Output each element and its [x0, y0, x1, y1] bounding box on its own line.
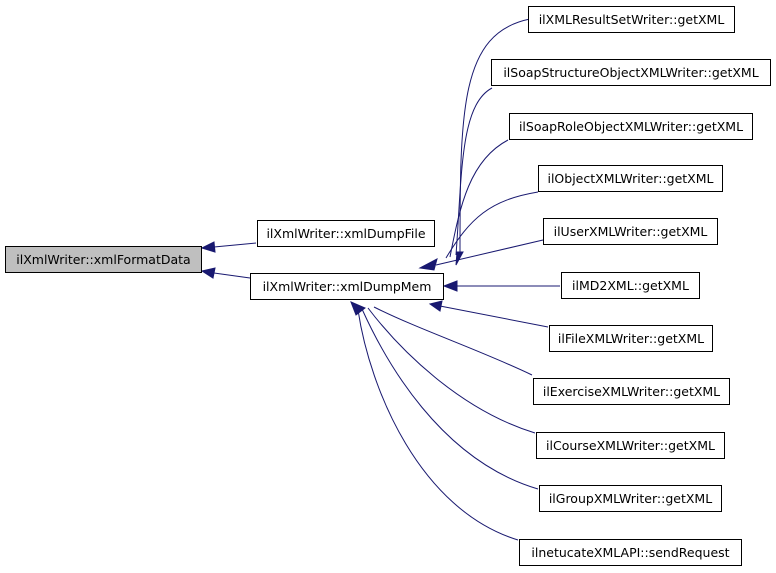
node-netucatexmlapi-label: ilnetucateXMLAPI::sendRequest	[531, 545, 729, 560]
node-objectxmlwriter-label: ilObjectXMLWriter::getXML	[547, 171, 713, 186]
node-soapstructurewriter-label: ilSoapStructureObjectXMLWriter::getXML	[503, 65, 758, 80]
edge-user-to-dumpmem	[435, 239, 544, 266]
node-resultsetwriter[interactable]: ilXMLResultSetWriter::getXML	[528, 6, 735, 33]
edge-dumpmem-to-root-arrow	[200, 267, 216, 279]
node-root[interactable]: ilXmlWriter::xmlFormatData	[5, 246, 202, 273]
node-netucatexmlapi[interactable]: ilnetucateXMLAPI::sendRequest	[519, 539, 742, 566]
node-coursexmlwriter-label: ilCourseXMLWriter::getXML	[546, 438, 715, 453]
node-soaprolewriter[interactable]: ilSoapRoleObjectXMLWriter::getXML	[509, 113, 753, 140]
node-root-label: ilXmlWriter::xmlFormatData	[16, 252, 190, 267]
edge-group-to-dumpmem	[361, 308, 539, 490]
edge-exercise-to-dumpmem	[373, 306, 533, 376]
edge-soaprole-to-dumpmem	[449, 139, 509, 258]
node-soapstructurewriter[interactable]: ilSoapStructureObjectXMLWriter::getXML	[491, 59, 771, 86]
node-groupxmlwriter[interactable]: ilGroupXMLWriter::getXML	[539, 485, 722, 512]
edge-dumpmem-bottom-arrow	[350, 301, 366, 316]
node-xmldumpmem[interactable]: ilXmlWriter::xmlDumpMem	[250, 273, 444, 300]
node-filexmlwriter-label: ilFileXMLWriter::getXML	[558, 331, 704, 346]
node-filexmlwriter[interactable]: ilFileXMLWriter::getXML	[549, 325, 713, 352]
node-exercisexmlwriter[interactable]: ilExerciseXMLWriter::getXML	[533, 378, 730, 405]
edge-soapstructure-to-dumpmem	[455, 87, 493, 256]
edge-object-to-dumpmem	[445, 191, 539, 259]
node-xmldumpfile[interactable]: ilXmlWriter::xmlDumpFile	[257, 220, 435, 247]
edge-resultset-to-dumpmem	[459, 18, 531, 256]
node-objectxmlwriter[interactable]: ilObjectXMLWriter::getXML	[538, 165, 723, 192]
edges	[200, 18, 560, 541]
node-md2xml-label: ilMD2XML::getXML	[572, 278, 689, 293]
node-xmldumpfile-label: ilXmlWriter::xmlDumpFile	[266, 226, 425, 241]
edge-dumpfile-to-root-arrow	[200, 241, 216, 253]
edge-dumpmem-top-arrow	[418, 258, 438, 271]
edge-dumpfile-to-root	[213, 242, 257, 248]
node-xmldumpmem-label: ilXmlWriter::xmlDumpMem	[263, 279, 432, 294]
edge-md2xml-arrow	[442, 280, 458, 292]
node-resultsetwriter-label: ilXMLResultSetWriter::getXML	[539, 12, 725, 27]
node-soaprolewriter-label: ilSoapRoleObjectXMLWriter::getXML	[519, 119, 743, 134]
node-userxmlwriter[interactable]: ilUserXMLWriter::getXML	[543, 218, 718, 245]
edge-course-to-dumpmem	[367, 307, 536, 434]
edge-file-to-dumpmem	[439, 305, 549, 328]
edge-netucate-to-dumpmem	[357, 309, 519, 541]
edge-file-arrow	[428, 300, 443, 312]
node-userxmlwriter-label: ilUserXMLWriter::getXML	[554, 224, 708, 239]
edge-resultset-arrow	[455, 251, 464, 266]
node-groupxmlwriter-label: ilGroupXMLWriter::getXML	[549, 491, 712, 506]
node-md2xml[interactable]: ilMD2XML::getXML	[561, 272, 700, 299]
node-exercisexmlwriter-label: ilExerciseXMLWriter::getXML	[543, 384, 720, 399]
node-coursexmlwriter[interactable]: ilCourseXMLWriter::getXML	[536, 432, 725, 459]
edge-dumpmem-to-root	[213, 272, 251, 279]
